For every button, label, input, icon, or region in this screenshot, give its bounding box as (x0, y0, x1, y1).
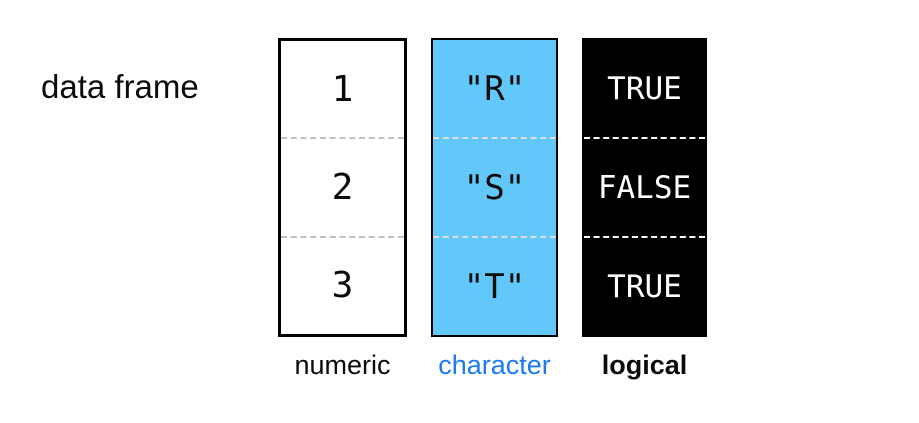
character-cell-1: "R" (463, 68, 526, 109)
character-cell-3: "T" (433, 236, 556, 335)
column-label-character: character (438, 350, 551, 380)
column-label-numeric: numeric (294, 350, 391, 380)
column-label-logical: logical (601, 350, 688, 380)
logical-cell-1: TRUE (607, 70, 682, 107)
logical-cell-2: FALSE (584, 137, 705, 236)
numeric-cell-3: 3 (281, 235, 404, 334)
column-numeric: 1 2 3 (278, 38, 407, 337)
logical-cell-3: TRUE (584, 236, 705, 335)
diagram-title: data frame (41, 68, 199, 105)
numeric-cell-1: 1 (331, 68, 354, 110)
column-character: "R" "S" "T" (431, 38, 558, 337)
column-logical: TRUE FALSE TRUE (582, 38, 707, 337)
character-cell-2: "S" (433, 137, 556, 236)
numeric-cell-2: 2 (281, 137, 404, 235)
